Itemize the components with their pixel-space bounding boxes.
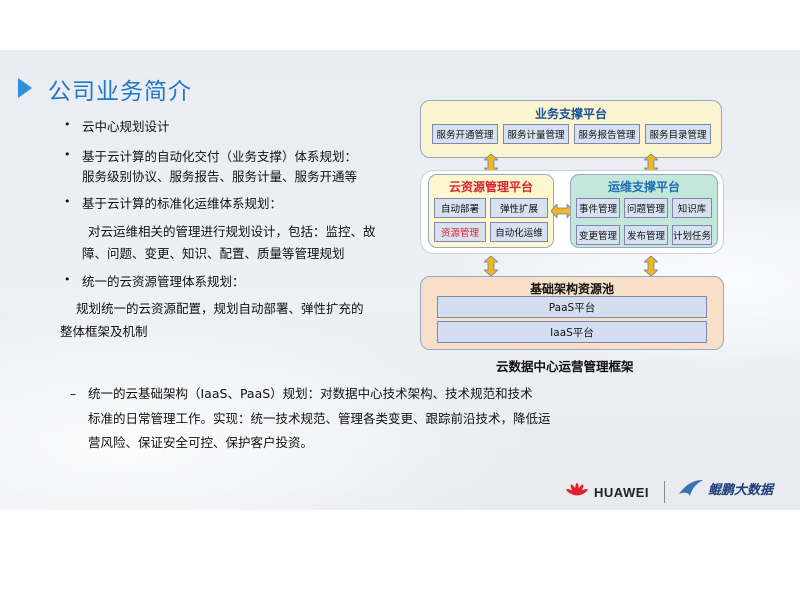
kunpeng-wordmark: 鲲鹏大数据 — [708, 482, 774, 498]
bullet-detail: 对云运维相关的管理进行规划设计，包括：监控、故 — [88, 224, 376, 239]
bullet-icon: • — [64, 148, 71, 161]
bullet-icon: • — [64, 195, 71, 208]
paragraph-line: 统一的云基础架构（IaaS、PaaS）规划：对数据中心技术架构、技术规范和技术 — [88, 386, 533, 401]
double-arrow-icon — [551, 204, 573, 218]
kunpeng-bird-icon — [679, 480, 703, 496]
paragraph-line: 标准的日常管理工作。实现：统一技术规范、管理各类变更、跟踪前沿技术，降低运 — [88, 411, 551, 426]
double-arrow-icon — [644, 256, 658, 276]
platform-box: PaaS平台 — [437, 296, 707, 318]
bullet-text: 基于云计算的标准化运维体系规划： — [82, 196, 283, 211]
service-box: 服务目录管理 — [645, 124, 711, 144]
resource-box-highlight: 资源管理 — [434, 222, 486, 242]
ops-box: 计划任务 — [672, 225, 712, 245]
service-box: 服务报告管理 — [574, 124, 640, 144]
bullet-detail: 整体框架及机制 — [60, 324, 148, 339]
panel-title: 业务支撑平台 — [534, 107, 607, 121]
huawei-flower-icon — [566, 483, 588, 496]
paragraph-line: 营风险、保证安全可控、保护客户投资。 — [88, 435, 314, 450]
double-arrow-icon — [484, 256, 498, 276]
panel-title: 云资源管理平台 — [448, 180, 533, 194]
resource-box: 自动部署 — [434, 198, 486, 218]
double-arrow-icon — [484, 154, 498, 174]
bullet-detail: 规划统一的云资源配置，规划自动部署、弹性扩充的 — [76, 301, 364, 316]
ops-box: 知识库 — [672, 198, 712, 218]
platform-box: IaaS平台 — [437, 321, 707, 343]
bullet-detail: 障、问题、变更、知识、配置、质量等管理规划 — [82, 246, 345, 261]
panel-title: 基础架构资源池 — [529, 282, 614, 296]
logo-divider — [664, 481, 665, 503]
resource-box: 弹性扩展 — [490, 198, 548, 218]
service-box: 服务开通管理 — [432, 124, 498, 144]
ops-box: 发布管理 — [624, 225, 668, 245]
kunpeng-logo: 鲲鹏大数据 — [678, 478, 773, 498]
bullet-detail: 服务级别协议、服务报告、服务计量、服务开通等 — [82, 169, 358, 184]
dash-marker: – — [70, 386, 77, 401]
title-triangle-icon — [18, 78, 32, 98]
panel-title: 运维支撑平台 — [607, 180, 680, 194]
bullet-icon: • — [64, 118, 71, 131]
resource-box: 自动化运维 — [490, 222, 548, 242]
service-box: 服务计量管理 — [503, 124, 569, 144]
huawei-wordmark: HUAWEI — [594, 484, 649, 500]
ops-box: 问题管理 — [624, 198, 668, 218]
bullet-text: 云中心规划设计 — [82, 119, 170, 134]
page-title: 公司业务简介 — [48, 79, 192, 105]
bullet-text: 基于云计算的自动化交付（业务支撑）体系规划： — [82, 149, 358, 164]
diagram-caption: 云数据中心运营管理框架 — [496, 359, 634, 374]
bullet-icon: • — [64, 273, 71, 286]
bullet-text: 统一的云资源管理体系规划： — [82, 274, 245, 289]
double-arrow-icon — [644, 154, 658, 174]
ops-box: 变更管理 — [576, 225, 620, 245]
huawei-logo: HUAWEI — [566, 483, 649, 501]
ops-box: 事件管理 — [576, 198, 620, 218]
